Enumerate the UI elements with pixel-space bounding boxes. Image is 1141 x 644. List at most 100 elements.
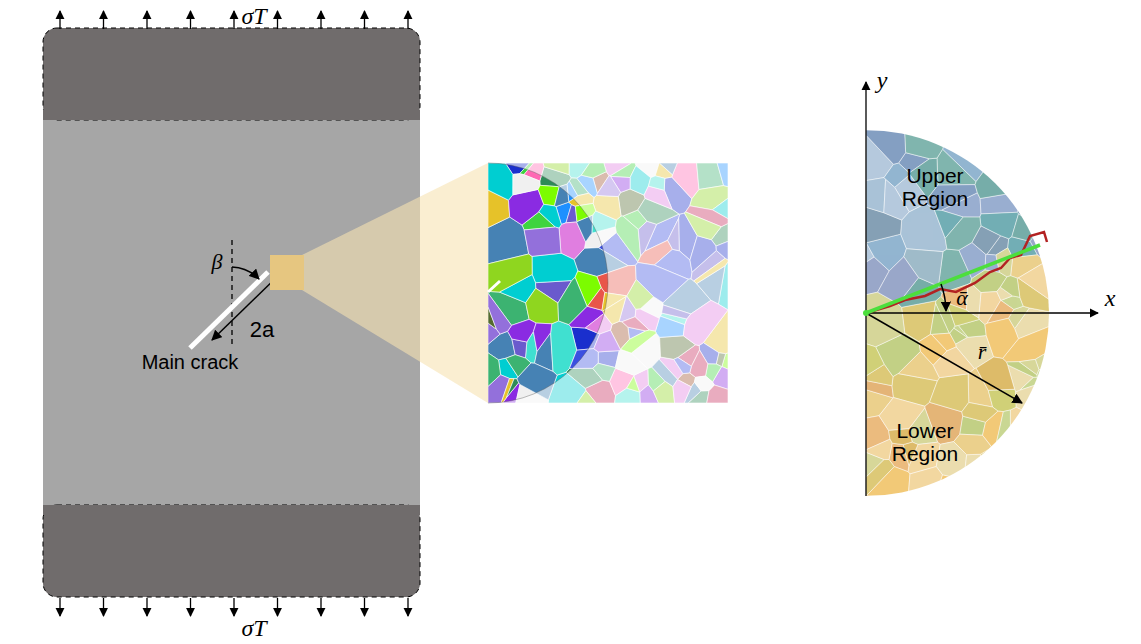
- load-arrow: [103, 598, 104, 616]
- y-axis: [865, 82, 866, 496]
- grain: [604, 163, 632, 176]
- load-arrow: [103, 11, 104, 29]
- grain: [543, 163, 569, 175]
- grain: [623, 210, 647, 230]
- grain: [866, 344, 884, 376]
- crack-name: Main crack: [142, 351, 239, 373]
- grain: [597, 176, 621, 197]
- grain: [610, 368, 635, 396]
- grain: [593, 195, 621, 220]
- grain: [662, 305, 691, 319]
- micro-ground: [488, 163, 728, 403]
- grain: [659, 357, 683, 379]
- grain: [662, 305, 691, 319]
- grain: [866, 178, 886, 213]
- grain: [659, 163, 677, 175]
- grain: [678, 345, 700, 367]
- grain: [1012, 214, 1041, 241]
- grain: [507, 379, 519, 398]
- axis-label: x: [1105, 285, 1116, 311]
- grain: [645, 214, 680, 251]
- grain: [674, 357, 692, 373]
- grain: [959, 478, 986, 496]
- radius-label: r̄: [978, 340, 987, 364]
- grain: [905, 130, 949, 159]
- load-arrow: [233, 11, 234, 29]
- grain: [594, 330, 621, 352]
- grain: [1019, 359, 1039, 374]
- grain: [1010, 407, 1050, 448]
- grain: [716, 353, 725, 367]
- grain: [688, 391, 709, 403]
- grip-top: [43, 28, 420, 120]
- grain: [962, 402, 998, 422]
- grain: [668, 218, 680, 251]
- length-label: 2a: [250, 318, 274, 342]
- grain: [585, 314, 612, 334]
- grain: [627, 376, 640, 392]
- grain: [1018, 262, 1050, 300]
- grain: [508, 319, 537, 342]
- grain: [673, 380, 691, 403]
- grain: [648, 176, 664, 190]
- grain: [690, 350, 708, 377]
- grain: [569, 163, 589, 178]
- alpha-arc: [941, 284, 946, 311]
- reference-line: [231, 240, 232, 345]
- load-arrow: [277, 598, 278, 616]
- grain: [951, 130, 1005, 146]
- grain: [543, 163, 569, 175]
- grain: [652, 359, 678, 386]
- grain: [577, 175, 598, 197]
- grain: [631, 333, 660, 368]
- region-label: Lower Region: [875, 419, 975, 465]
- grain: [587, 288, 604, 311]
- grain: [569, 193, 594, 206]
- grain: [866, 130, 906, 164]
- microstructure: [488, 163, 728, 403]
- grain: [690, 350, 708, 377]
- grain: [694, 376, 714, 391]
- grain: [621, 330, 657, 353]
- grain: [610, 321, 629, 349]
- grain: [593, 363, 616, 381]
- grain: [694, 258, 728, 283]
- grain: [636, 262, 689, 302]
- grain: [638, 198, 679, 224]
- grain: [973, 137, 1005, 171]
- grain: [569, 178, 588, 196]
- grain: [636, 262, 689, 302]
- grain: [655, 163, 672, 178]
- grain: [648, 367, 665, 391]
- load-arrow: [146, 598, 147, 616]
- load-arrow: [190, 11, 191, 29]
- angle-label: ᾱ: [956, 286, 968, 310]
- grain: [663, 279, 711, 314]
- grain: [694, 376, 714, 391]
- grain: [644, 186, 672, 209]
- grain: [1004, 130, 1039, 154]
- grain: [699, 343, 719, 364]
- grain: [703, 310, 728, 354]
- grain: [488, 293, 512, 334]
- grain: [679, 213, 698, 260]
- grain: [593, 195, 621, 220]
- grain: [985, 318, 1019, 358]
- load-arrow: [407, 11, 408, 29]
- axis-label: y: [877, 67, 888, 93]
- grains-strong: [488, 163, 728, 403]
- grain: [594, 330, 621, 352]
- load-arrow: [233, 598, 234, 616]
- grain: [524, 227, 561, 256]
- grain: [1016, 172, 1050, 198]
- grain: [678, 373, 696, 387]
- grain: [653, 381, 674, 403]
- grain: [717, 163, 728, 187]
- grain: [684, 212, 721, 240]
- grain: [984, 155, 1019, 176]
- load-arrow: [364, 598, 365, 616]
- grip-top-join: [43, 110, 420, 120]
- grain: [648, 176, 664, 190]
